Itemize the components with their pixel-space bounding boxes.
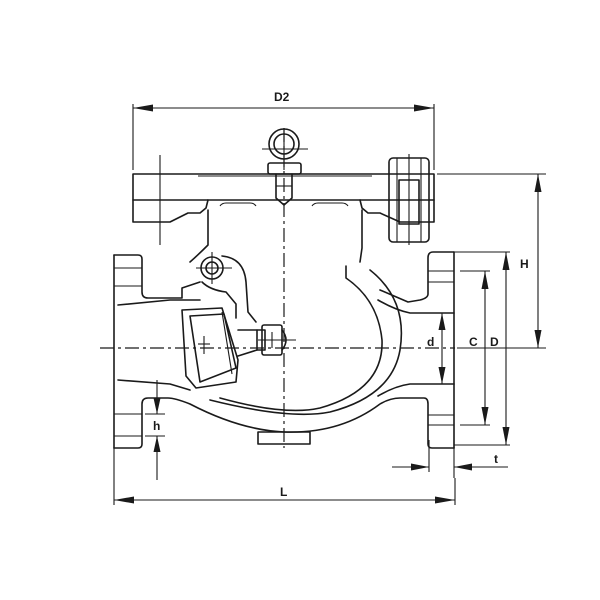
dimension-D: [454, 251, 510, 446]
dimension-d: [438, 313, 446, 384]
label-D: D: [490, 335, 499, 349]
label-t: t: [494, 452, 498, 466]
label-D2: D2: [274, 90, 290, 104]
label-L: L: [280, 485, 288, 499]
eye-bolt: [262, 128, 308, 206]
dimension-h: [145, 380, 165, 480]
dimension-t: [392, 440, 508, 478]
dimension-L: [113, 448, 456, 505]
dimension-H: [437, 173, 546, 349]
centre-lines: [100, 128, 455, 448]
dimension-C: [460, 270, 490, 426]
label-C: C: [469, 335, 478, 349]
label-d: d: [427, 335, 435, 349]
dimension-D2: [132, 104, 435, 170]
cover-bolt-nut: [388, 154, 430, 245]
label-h: h: [153, 419, 161, 433]
bonnet-cover: [132, 155, 435, 245]
disc-assembly: [181, 252, 296, 389]
label-H: H: [520, 257, 529, 271]
valve-body: [113, 209, 455, 449]
